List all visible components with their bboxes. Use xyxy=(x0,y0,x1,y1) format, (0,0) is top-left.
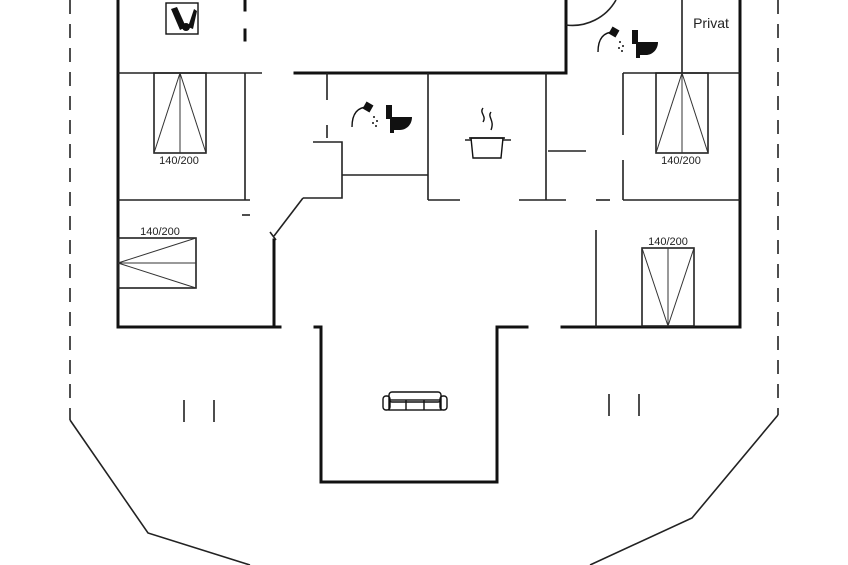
bed-upper-right: 140/200 xyxy=(655,72,709,167)
private-room-label: Privat xyxy=(693,15,729,31)
bed-size-label: 140/200 xyxy=(159,155,199,167)
shower-toilet-icon xyxy=(597,26,658,58)
bed-lower-right: 140/200 xyxy=(641,236,695,327)
exterior-walls xyxy=(116,0,742,484)
sofa-icon xyxy=(382,391,448,411)
washer-dryer-icon xyxy=(165,2,199,35)
bed-size-label: 140/200 xyxy=(648,236,688,248)
bed-size-label: 140/200 xyxy=(661,155,701,167)
bed-size-label: 140/200 xyxy=(140,226,180,238)
window-marks xyxy=(183,394,640,422)
bed-lower-left: 140/200 xyxy=(117,226,197,289)
shower-toilet-icon xyxy=(351,101,412,133)
terrace-outline xyxy=(69,0,779,565)
bed-upper-left: 140/200 xyxy=(153,72,207,167)
cooking-pot-icon xyxy=(465,107,511,159)
